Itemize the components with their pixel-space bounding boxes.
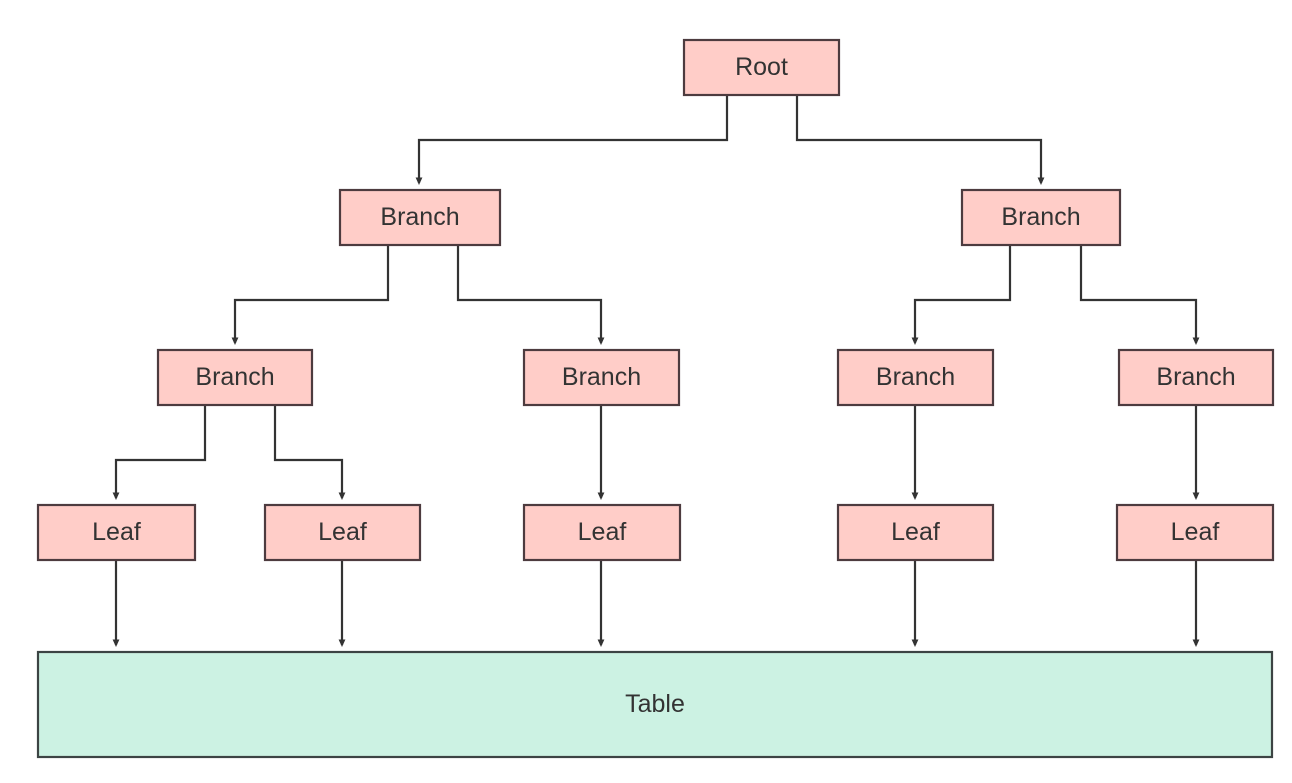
node-box-b1a [156,348,314,407]
node-label-l4: Leaf [891,518,940,546]
node-l3[interactable]: Leaf [522,503,682,562]
node-label-root: Root [735,53,788,81]
node-box-root [682,38,841,97]
node-label-l1: Leaf [92,518,141,546]
node-box-b2b [1117,348,1275,407]
node-box-b2 [960,188,1122,247]
node-box-l5 [1115,503,1275,562]
node-label-table: Table [625,690,685,718]
node-b2[interactable]: Branch [960,188,1122,247]
node-l1[interactable]: Leaf [36,503,197,562]
node-box-l3 [522,503,682,562]
node-box-b1b [522,348,681,407]
node-label-b1: Branch [380,203,459,231]
edge-b1-to-b1b [456,245,601,343]
node-box-b1 [338,188,502,247]
edge-root-to-b1 [419,95,729,183]
edge-b2-to-b2b [1079,245,1196,343]
node-box-l2 [263,503,422,562]
node-box-table [36,650,1274,759]
node-box-l4 [836,503,995,562]
node-root[interactable]: Root [682,38,841,97]
node-box-l1 [36,503,197,562]
node-label-b2: Branch [1001,203,1080,231]
node-b1b[interactable]: Branch [522,348,681,407]
edge-root-to-b2 [795,95,1041,183]
node-label-b2b: Branch [1156,363,1235,391]
node-label-b1a: Branch [195,363,274,391]
node-table[interactable]: Table [36,650,1274,759]
edge-b1a-to-l2 [273,405,342,498]
edge-b1-to-b1a [235,245,390,343]
node-l2[interactable]: Leaf [263,503,422,562]
node-l4[interactable]: Leaf [836,503,995,562]
node-label-b1b: Branch [562,363,641,391]
node-label-l5: Leaf [1171,518,1220,546]
node-box-b2a [836,348,995,407]
edge-b1a-to-l1 [116,405,207,498]
edge-layer [116,95,1196,645]
node-label-l2: Leaf [318,518,367,546]
edge-b2-to-b2a [915,245,1012,343]
node-label-b2a: Branch [876,363,955,391]
node-b2a[interactable]: Branch [836,348,995,407]
node-label-l3: Leaf [578,518,627,546]
node-b2b[interactable]: Branch [1117,348,1275,407]
node-b1a[interactable]: Branch [156,348,314,407]
node-b1[interactable]: Branch [338,188,502,247]
node-l5[interactable]: Leaf [1115,503,1275,562]
